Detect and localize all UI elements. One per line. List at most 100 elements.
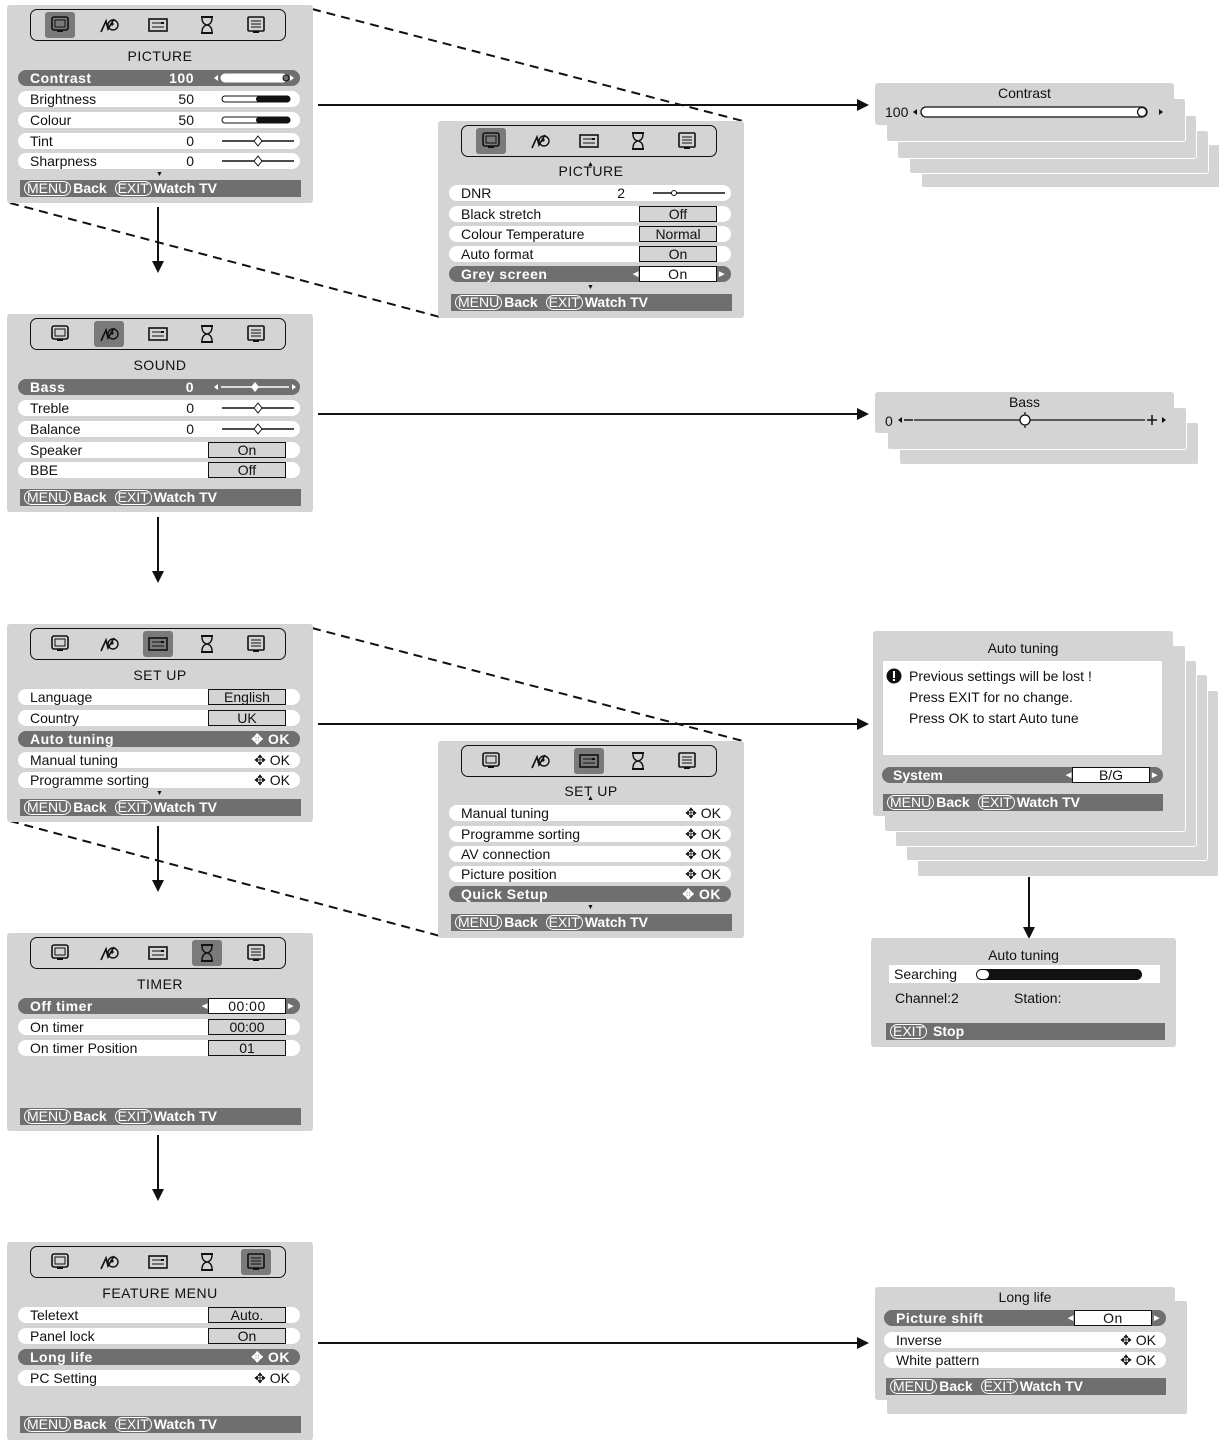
menu-key[interactable]: MENU — [24, 1109, 72, 1124]
menu-row-black-stretch[interactable]: Black stretch Off — [449, 206, 731, 222]
menu-row-bass[interactable]: Bass 0 — [18, 379, 300, 395]
sharpness-slider[interactable] — [221, 155, 295, 167]
menu-row-pc-setting[interactable]: PC Setting ✥ OK — [18, 1370, 300, 1386]
scroll-down-icon[interactable]: ▼ — [156, 790, 163, 797]
right-arrow-icon[interactable]: ▶ — [1154, 1315, 1160, 1322]
menu-row-picture-shift[interactable]: Picture shift ◀ On ▶ — [884, 1310, 1166, 1326]
exit-key[interactable]: EXIT — [980, 1379, 1018, 1394]
exit-key[interactable]: EXIT — [114, 1417, 152, 1432]
sound-icon[interactable] — [94, 940, 124, 966]
menu-row-manual-tuning[interactable]: Manual tuning ✥ OK — [18, 752, 300, 768]
setup-icon[interactable] — [143, 321, 173, 347]
setup-icon[interactable] — [574, 128, 604, 154]
menu-row-speaker[interactable]: Speaker On — [18, 442, 300, 458]
exit-key[interactable]: EXIT — [114, 181, 152, 196]
setup-icon[interactable] — [143, 12, 173, 38]
menu-row-quick-setup[interactable]: Quick Setup ✥ OK — [449, 886, 731, 902]
feature-icon[interactable] — [241, 631, 271, 657]
menu-row-bbe[interactable]: BBE Off — [18, 462, 300, 478]
right-arrow-icon[interactable]: ▶ — [719, 271, 725, 278]
menu-row-programme-sorting[interactable]: Programme sorting ✥ OK — [449, 826, 731, 842]
menu-row-balance[interactable]: Balance 0 — [18, 421, 300, 437]
treble-slider[interactable] — [221, 402, 295, 414]
menu-key[interactable]: MENU — [24, 800, 72, 815]
timer-icon[interactable] — [192, 1249, 222, 1275]
exit-key[interactable]: EXIT — [545, 915, 583, 930]
exit-key[interactable]: EXIT — [114, 490, 152, 505]
menu-row-colour[interactable]: Colour 50 — [18, 112, 300, 128]
sound-icon[interactable] — [525, 128, 555, 154]
menu-row-off-timer[interactable]: Off timer ◀ 00:00 ▶ — [18, 998, 300, 1014]
timer-icon[interactable] — [192, 321, 222, 347]
right-arrow-icon[interactable]: ▶ — [288, 1003, 294, 1010]
picture-icon[interactable] — [45, 631, 75, 657]
left-arrow-icon[interactable]: ◀ — [1066, 772, 1072, 779]
menu-row-white-pattern[interactable]: White pattern ✥ OK — [884, 1352, 1166, 1368]
scroll-up-icon[interactable]: ▲ — [587, 161, 594, 168]
sound-icon[interactable] — [525, 748, 555, 774]
sound-icon[interactable] — [93, 321, 124, 347]
bass-slider[interactable] — [214, 381, 296, 393]
scroll-down-icon[interactable]: ▼ — [587, 284, 594, 291]
sound-icon[interactable] — [94, 12, 124, 38]
menu-row-treble[interactable]: Treble 0 — [18, 400, 300, 416]
left-arrow-icon[interactable]: ◀ — [633, 271, 639, 278]
menu-row-manual-tuning[interactable]: Manual tuning ✥ OK — [449, 805, 731, 821]
scroll-down-icon[interactable]: ▼ — [587, 904, 594, 911]
system-row[interactable]: System ◀ B/G ▶ — [882, 767, 1163, 783]
timer-icon[interactable] — [192, 12, 222, 38]
brightness-slider[interactable] — [221, 94, 293, 104]
timer-icon[interactable] — [192, 631, 222, 657]
sound-icon[interactable] — [94, 631, 124, 657]
menu-row-tint[interactable]: Tint 0 — [18, 133, 300, 149]
picture-icon[interactable] — [45, 1249, 75, 1275]
picture-icon[interactable] — [45, 321, 75, 347]
contrast-slider[interactable] — [214, 72, 294, 84]
stop-footer[interactable]: EXIT Stop — [886, 1023, 1165, 1040]
picture-icon[interactable] — [45, 940, 75, 966]
contrast-level-slider[interactable] — [912, 105, 1164, 119]
scroll-down-icon[interactable]: ▼ — [156, 171, 163, 178]
timer-icon[interactable] — [192, 940, 223, 966]
menu-row-on-timer[interactable]: On timer 00:00 — [18, 1019, 300, 1035]
menu-key[interactable]: MENU — [24, 1417, 72, 1432]
setup-icon[interactable] — [142, 631, 173, 657]
menu-row-country[interactable]: Country UK — [18, 710, 300, 726]
menu-key[interactable]: MENU — [890, 1379, 938, 1394]
feature-icon[interactable] — [241, 1249, 272, 1275]
menu-row-grey-screen[interactable]: Grey screen ◀ On ▶ — [449, 266, 731, 282]
timer-icon[interactable] — [623, 748, 653, 774]
menu-row-contrast[interactable]: Contrast 100 — [18, 70, 300, 86]
menu-key[interactable]: MENU — [455, 295, 503, 310]
bass-level-slider[interactable] — [897, 412, 1172, 428]
right-arrow-icon[interactable]: ▶ — [1152, 772, 1158, 779]
picture-icon[interactable] — [475, 128, 506, 154]
scroll-up-icon[interactable]: ▲ — [587, 795, 594, 802]
menu-key[interactable]: MENU — [455, 915, 503, 930]
balance-slider[interactable] — [221, 423, 295, 435]
feature-icon[interactable] — [241, 321, 271, 347]
setup-icon[interactable] — [573, 748, 604, 774]
menu-row-sharpness[interactable]: Sharpness 0 — [18, 153, 300, 169]
menu-row-colour-temperature[interactable]: Colour Temperature Normal — [449, 226, 731, 242]
menu-row-programme-sorting[interactable]: Programme sorting ✥ OK — [18, 772, 300, 788]
exit-key[interactable]: EXIT — [977, 795, 1015, 810]
setup-icon[interactable] — [143, 940, 173, 966]
menu-row-auto-format[interactable]: Auto format On — [449, 246, 731, 262]
menu-row-auto-tuning[interactable]: Auto tuning ✥ OK — [18, 731, 300, 747]
menu-row-language[interactable]: Language English — [18, 689, 300, 705]
menu-row-av-connection[interactable]: AV connection ✥ OK — [449, 846, 731, 862]
colour-slider[interactable] — [221, 115, 293, 125]
menu-key[interactable]: MENU — [24, 490, 72, 505]
picture-icon[interactable] — [476, 748, 506, 774]
menu-row-brightness[interactable]: Brightness 50 — [18, 91, 300, 107]
left-arrow-icon[interactable]: ◀ — [202, 1003, 208, 1010]
setup-icon[interactable] — [143, 1249, 173, 1275]
exit-key[interactable]: EXIT — [114, 1109, 152, 1124]
feature-icon[interactable] — [672, 128, 702, 154]
menu-row-long-life[interactable]: Long life ✥ OK — [18, 1349, 300, 1365]
menu-key[interactable]: MENU — [24, 181, 72, 196]
tint-slider[interactable] — [221, 135, 295, 147]
dnr-slider[interactable] — [652, 187, 726, 199]
menu-row-inverse[interactable]: Inverse ✥ OK — [884, 1332, 1166, 1348]
